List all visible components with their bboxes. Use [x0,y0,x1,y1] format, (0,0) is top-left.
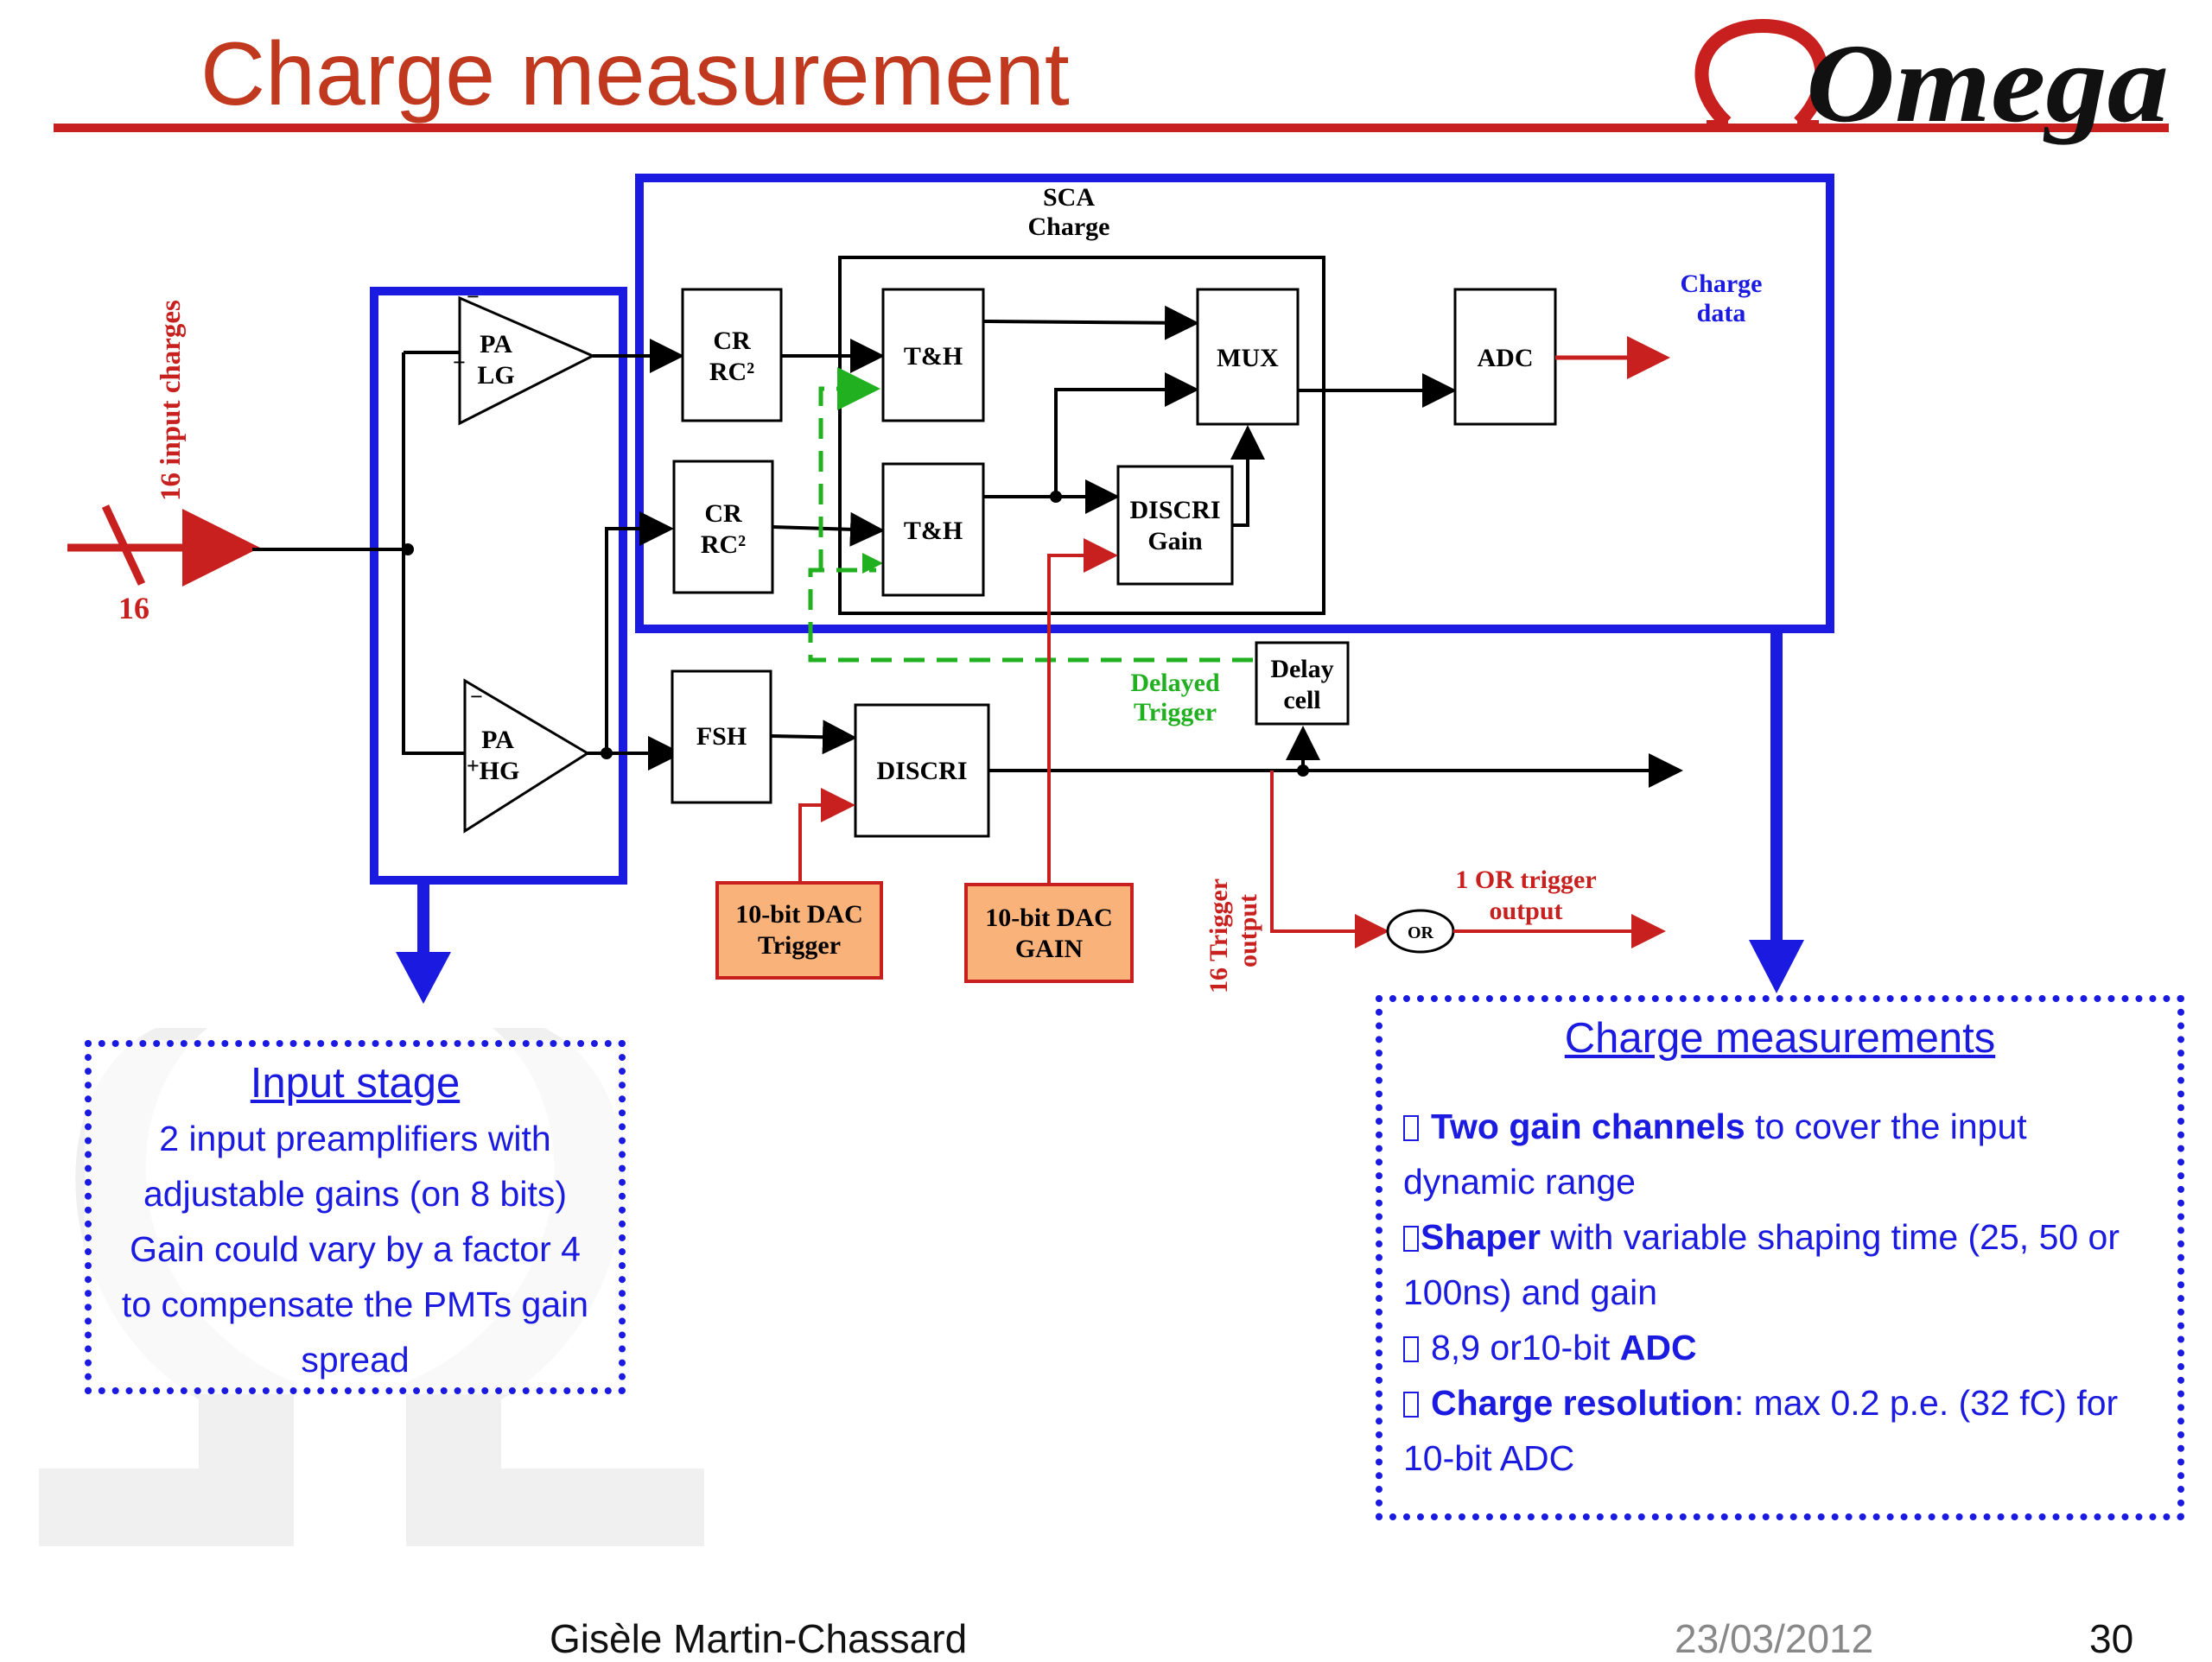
pa-lg-plus: + [453,350,466,375]
list-item: Charge resolution: max 0.2 p.e. (32 fC) … [1403,1375,2162,1430]
discri-label: DISCRI [876,757,967,785]
cr-rc-top-label-2: RC² [709,358,754,386]
charge-measurements-list: Two gain channels to cover the input dyn… [1382,1099,2177,1486]
bullet-icon [1403,1392,1419,1418]
footer-date: 23/03/2012 [1675,1616,1874,1661]
pa-lg-label-2: LG [477,361,514,390]
input-count: 16 [118,591,149,625]
slide-title: Charge measurement [200,24,1070,124]
sca-label-2: Charge [1028,213,1110,241]
charge-data-label-2: data [1697,299,1746,327]
pa-lg-amplifier [458,295,596,426]
sca-label-1: SCA [1043,183,1095,212]
pa-hg-label-2: HG [480,757,520,785]
discri-gain-block [1116,465,1234,586]
th-top-block [881,288,985,422]
or-trigger-label-1: 1 OR trigger [1455,866,1596,894]
item-bold: Shaper [1421,1217,1541,1257]
pa-hg-amplifier [463,678,590,834]
adc-block [1453,288,1557,426]
input-stage-line: Gain could vary by a factor 4 [130,1229,581,1269]
input-stage-region [370,287,627,885]
item-bold: Charge resolution [1431,1383,1734,1423]
item-text: 100ns) and gain [1403,1272,1658,1312]
discri-gain-label-2: Gain [1147,527,1203,555]
input-stage-text: 2 input preamplifiers with adjustable ga… [92,1111,619,1387]
list-item: Two gain channels to cover the input [1403,1099,2162,1154]
bus-slash [101,504,146,586]
th-top-label: T&H [904,342,963,371]
page-number: 30 [2089,1616,2134,1661]
item-bold: Two gain channels [1431,1107,1745,1146]
fsh-block [671,669,772,804]
list-item: Shaper with variable shaping time (25, 5… [1403,1209,2162,1265]
dac-gain-label-1: 10-bit DAC [985,904,1113,932]
dac-trigger-label-1: 10-bit DAC [735,900,863,929]
delayed-trigger-path [808,568,1253,663]
adc-label: ADC [1478,344,1534,372]
item-text: 8,9 or10-bit [1431,1328,1620,1367]
dac-gain-block [964,883,1134,983]
dac-trigger-label-2: Trigger [758,931,841,960]
sca-inner-box [838,256,1325,615]
trigger-output-label-1: 16 Trigger [1205,879,1233,993]
input-charges-label: 16 input charges [156,300,187,501]
trigger-output-label-2: output [1234,894,1262,967]
th-bottom-block [881,462,985,597]
or-trigger-label-2: output [1489,897,1562,925]
list-item: 10-bit ADC [1403,1430,2162,1486]
cr-rc-bottom-label-1: CR [704,499,742,528]
footer-author: Gisèle Martin-Chassard [550,1616,968,1661]
delayed-trigger-label-2: Trigger [1134,698,1217,726]
input-stage-title: Input stage [250,1060,461,1107]
cr-rc-bottom-label-2: RC² [701,530,746,559]
discri-gain-label-1: DISCRI [1129,496,1220,524]
discri-block [854,703,990,838]
fsh-label: FSH [696,722,747,751]
logo-text: Omega [1806,22,2169,146]
mux-label: MUX [1217,344,1279,372]
bullet-icon [1403,1336,1419,1362]
pa-hg-label-1: PA [481,726,514,754]
input-stage-line: to compensate the PMTs gain [121,1285,589,1324]
item-text: with variable shaping time (25, 50 or [1541,1217,2120,1257]
delayed-trigger-label-1: Delayed [1130,669,1220,697]
bullet-icon [1403,1115,1419,1141]
pa-hg-plus: + [467,753,480,778]
list-item: 100ns) and gain [1403,1265,2162,1320]
or-gate-label: OR [1408,923,1434,942]
input-stage-note: Input stage 2 input preamplifiers with a… [85,1040,626,1394]
input-stage-line: spread [301,1340,410,1380]
charge-data-label-1: Charge [1681,270,1763,298]
item-text: 10-bit ADC [1403,1438,1575,1478]
delay-cell-label-1: Delay [1270,655,1333,683]
pa-hg-minus: − [470,684,483,709]
sca-charge-region [635,174,1834,633]
omega-logo-icon [1694,18,1829,130]
input-stage-line: 2 input preamplifiers with [159,1119,551,1158]
bullet-icon [1403,1226,1419,1252]
cr-rc-bottom-block [672,460,774,594]
pa-lg-minus: − [467,284,480,309]
cr-rc-top-block [681,288,783,422]
item-text: dynamic range [1403,1162,1636,1202]
delay-cell-block [1255,641,1350,726]
cr-rc-top-label-1: CR [713,327,751,355]
charge-measurements-note: Charge measurements Two gain channels to… [1376,995,2184,1520]
charge-measurements-title: Charge measurements [1564,1015,1996,1062]
input-stage-line: adjustable gains (on 8 bits) [143,1174,568,1214]
dac-gain-label-2: GAIN [1015,935,1084,963]
item-text: to cover the input [1745,1107,2027,1146]
mux-block [1196,288,1300,426]
item-text: : max 0.2 p.e. (32 fC) for [1733,1383,2119,1423]
list-item: dynamic range [1403,1154,2162,1209]
dac-trigger-block [715,881,883,980]
list-item: 8,9 or10-bit ADC [1403,1320,2162,1375]
pa-lg-label-1: PA [480,330,512,358]
delay-cell-label-2: cell [1283,686,1320,714]
item-bold: ADC [1619,1328,1697,1367]
th-bottom-label: T&H [904,517,963,545]
